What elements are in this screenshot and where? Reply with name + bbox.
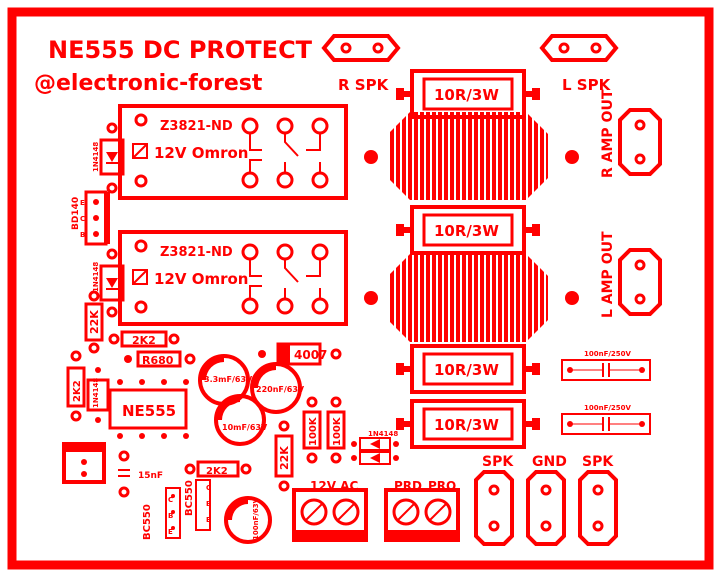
cap-15nf: 15nF [118,450,163,498]
resistor-2k2-left-label: 2K2 [72,380,83,402]
terminal-prd [384,488,460,542]
diode-d1 [99,122,125,194]
diode-d2-label: 1N4148 [92,262,100,292]
diode-d3-label: 1N4148 [92,378,100,408]
bc550-a-b: B [168,512,173,520]
pad-gnd [526,470,566,546]
bc550-a-e: E [168,528,173,536]
relay-1-rating: 12V Omron [154,144,248,162]
ne555-ic: NE555 [108,379,189,439]
bd140-b: B [80,231,85,239]
pad-spk-1 [474,470,514,546]
board-author: @electronic-forest [34,71,263,96]
resistor-100k-a-label: 100K [308,416,319,446]
relay-2-part: Z3821-ND [160,245,233,260]
cap-10mf-label: 10mF/63V [222,423,268,432]
resistor-2k2-top-label: 2K2 [132,334,156,347]
resistor-2k2-left [66,350,86,422]
terminal-ac [292,488,368,542]
power-resistor-2: 10R/3W [396,205,540,255]
cap-220nf-label: 220nF/63V [256,385,305,394]
bc550-a-label: BC550 [142,504,153,540]
diode-d2 [99,248,125,318]
cap-3-3mf-label: 3.3mF/63V [204,375,253,384]
power-resistor-4-label: 10R/3W [434,416,499,434]
diode-4007-label: 4007 [294,348,327,362]
resistor-22k-left [84,290,104,354]
resistor-r680-label: R680 [142,354,174,367]
bc550-a-c: C [168,496,173,504]
power-resistor-4: 10R/3W [396,399,540,449]
board-title: NE555 DC PROTECT [48,36,313,64]
cap-film-2: 100nF/250V [561,404,651,435]
spk-label-2: SPK [582,454,614,470]
cap-100nf-63v-label: 100nF/63V [252,497,260,540]
bc550-b-e: E [206,516,211,524]
resistor-2k2-top: 2K2 [108,330,180,348]
resistor-100k-b [326,396,346,464]
r-spk-label: R SPK [338,76,390,94]
resistor-22k-mid-label: 22K [278,446,291,470]
cap-film-1-label: 100nF/250V [584,350,632,358]
cap-film-1: 100nF/250V [561,350,651,381]
bd140-c: C [80,215,85,223]
cap-film-2-label: 100nF/250V [584,404,632,412]
resistor-r680: R680 [124,350,196,368]
cap-10mf: 10mF/63V [214,394,268,446]
power-resistor-3: 10R/3W [396,344,540,394]
relay-1-part: Z3821-ND [160,119,233,134]
bd140-label: BD140 [71,197,81,230]
gnd-label: GND [532,454,567,470]
ne555-label: NE555 [122,402,176,420]
heatsink-bottom [364,254,579,342]
resistor-22k-mid [274,420,294,492]
bc550-b [195,479,211,531]
relay-1: Z3821-ND 12V Omron [118,104,348,200]
bd140 [84,190,110,246]
resistor-100k-b-label: 100K [332,416,343,446]
board-outline [7,7,714,570]
bc550-a [165,487,181,539]
relay-2: Z3821-ND 12V Omron [118,230,348,326]
bd140-e: E [80,199,85,207]
relay-2-rating: 12V Omron [154,270,248,288]
bc550-b-b: B [206,500,211,508]
diode-center-label: 1N4148 [368,430,398,438]
pad-spk-2 [578,470,618,546]
l-spk-label: L SPK [562,76,612,94]
diode-d1-label: 1N4148 [92,142,100,172]
resistor-100k-a [302,396,322,464]
resistor-2k2-mid-label: 2K2 [206,466,228,477]
diode-4007: 4007 [258,342,342,366]
power-resistor-3-label: 10R/3W [434,361,499,379]
bc550-b-c: C [206,484,211,492]
power-resistor-1-label: 10R/3W [434,86,499,104]
l-amp-out-connector [618,248,662,316]
cap-100nf-63v [224,496,272,544]
resistor-2k2-mid: 2K2 [184,460,252,478]
cap-15nf-label: 15nF [138,471,163,481]
diode-center [351,437,399,465]
bc550-b-label: BC550 [184,480,195,516]
l-amp-out-label: L AMP OUT [600,231,616,318]
r-amp-out-label: R AMP OUT [600,89,616,178]
power-resistor-1: 10R/3W [396,69,540,119]
resistor-22k-left-label: 22K [88,310,101,334]
heatsink-top [364,112,579,200]
r-spk-connector [321,34,401,62]
cap-220nf: 220nF/63V [250,362,305,414]
diode-d3 [86,367,110,423]
l-spk-connector [539,34,619,62]
spk-label-1: SPK [482,454,514,470]
r-amp-out-connector [618,108,662,176]
power-resistor-2-label: 10R/3W [434,222,499,240]
regulator-bottom-left [62,442,106,484]
